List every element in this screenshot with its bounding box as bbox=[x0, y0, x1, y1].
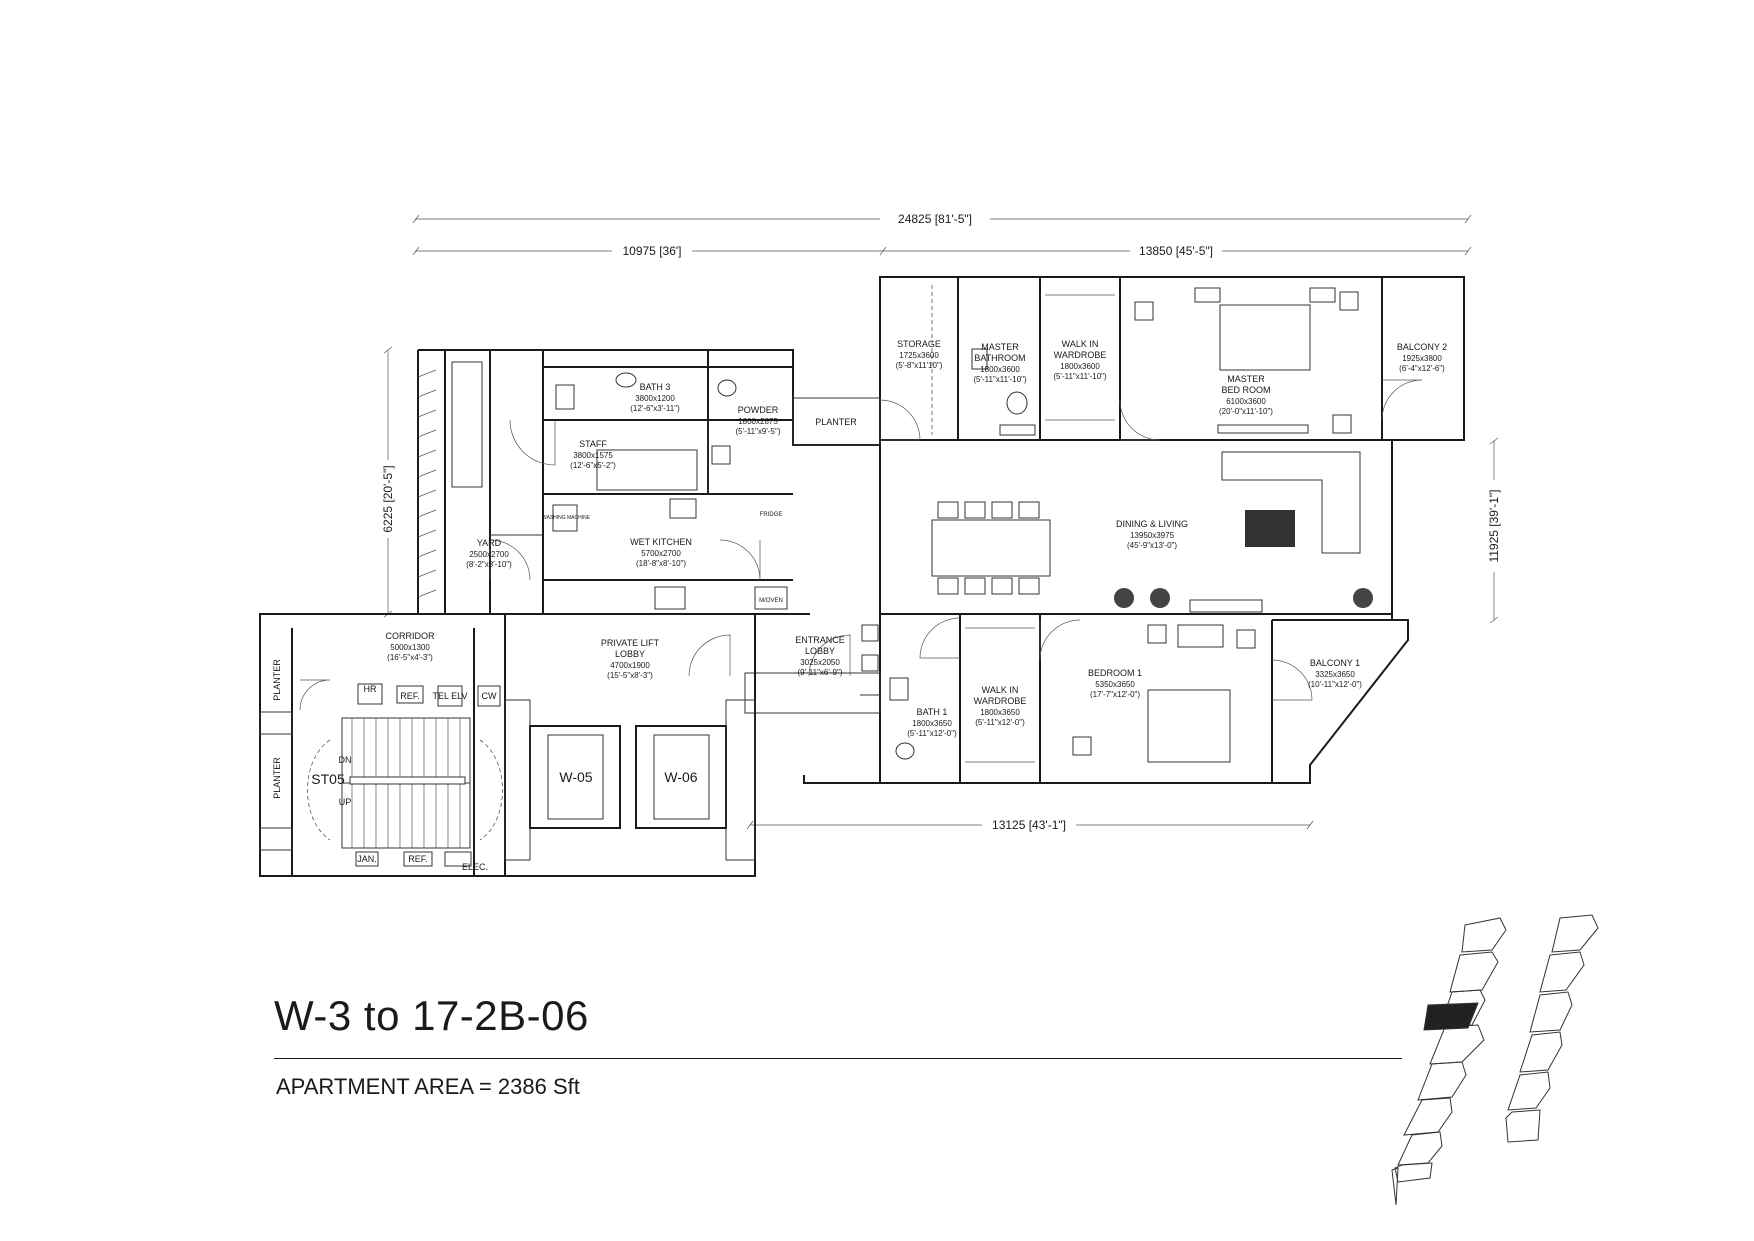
balcony2-name: BALCONY 2 bbox=[1397, 342, 1447, 352]
dining-living-name: DINING & LIVING bbox=[1116, 519, 1188, 529]
bedroom1-imperial: (17'-7"x12'-0") bbox=[1090, 690, 1140, 699]
bath1-name: BATH 1 bbox=[917, 707, 948, 717]
bath1-imperial: (5'-11"x12'-0") bbox=[907, 729, 957, 738]
title-block: W-3 to 17-2B-06 APARTMENT AREA = 2386 Sf… bbox=[274, 992, 1424, 1099]
planter-left-label-1: PLANTER bbox=[272, 659, 282, 701]
yard-imperial: (8'-2"x8'-10") bbox=[466, 560, 512, 569]
location-key bbox=[1391, 914, 1599, 1206]
walkin-bed1-imperial: (5'-11"x12'-0") bbox=[975, 718, 1025, 727]
apartment-area-label: APARTMENT AREA bbox=[276, 1074, 473, 1099]
balcony1-size: 3325x3650 bbox=[1315, 670, 1355, 679]
cw-label: CW bbox=[482, 691, 497, 701]
master-bedroom-name1: MASTER bbox=[1227, 374, 1265, 384]
master-bathroom-size: 1800x3600 bbox=[980, 365, 1020, 374]
storage-size: 1725x3600 bbox=[899, 351, 939, 360]
powder-size: 1800x2875 bbox=[738, 417, 778, 426]
wet-kitchen-imperial: (18'-8"x8'-10") bbox=[636, 559, 686, 568]
fixtures bbox=[299, 287, 1423, 867]
balcony2-size: 1925x3800 bbox=[1402, 354, 1442, 363]
left-height-dim: 6225 [20'-5"] bbox=[381, 465, 395, 532]
entrance-lobby-imperial: (9'-11"x6'-9") bbox=[797, 668, 842, 677]
lift-w05-label: W-05 bbox=[559, 769, 592, 785]
corridor-name: CORRIDOR bbox=[386, 631, 435, 641]
ref-bottom-label: REF. bbox=[408, 854, 428, 864]
bath3-name: BATH 3 bbox=[640, 382, 671, 392]
wet-kitchen-size: 5700x2700 bbox=[641, 549, 681, 558]
balcony1-name: BALCONY 1 bbox=[1310, 658, 1360, 668]
staff-imperial: (12'-6"x5'-2") bbox=[570, 461, 616, 470]
ref-top-label: REF. bbox=[400, 691, 420, 701]
lift-lobby-name1: PRIVATE LIFT bbox=[601, 638, 660, 648]
lift-lobby-imperial: (15'-5"x8'-3") bbox=[607, 671, 653, 680]
lift-lobby-size: 4700x1900 bbox=[610, 661, 650, 670]
walkin-bed1-name1: WALK IN bbox=[982, 685, 1019, 695]
walls bbox=[259, 276, 1465, 877]
right-height-dim: 11925 [39'-1"] bbox=[1487, 489, 1501, 562]
title-divider bbox=[274, 1058, 1402, 1059]
misc-labels: PLANTER PLANTER PLANTER W-05 W-06 ST05 D… bbox=[272, 417, 857, 872]
overall-width-dim: 24825 [81'-5"] bbox=[898, 212, 972, 226]
corridor-size: 5000x1300 bbox=[390, 643, 430, 652]
walkin-bed1-name2: WARDROBE bbox=[974, 696, 1027, 706]
lift-lobby-name2: LOBBY bbox=[615, 649, 645, 659]
staff-size: 3800x1575 bbox=[573, 451, 613, 460]
balcony2-imperial: (6'-4"x12'-6") bbox=[1399, 364, 1445, 373]
yard-name: YARD bbox=[477, 538, 502, 548]
storage-imperial: (5'-8"x11'10") bbox=[896, 361, 943, 370]
entrance-lobby-name2: LOBBY bbox=[805, 646, 835, 656]
entrance-lobby-size: 3025x2050 bbox=[800, 658, 840, 667]
bath3-imperial: (12'-6"x3'-11") bbox=[630, 404, 680, 413]
master-bedroom-name2: BED ROOM bbox=[1221, 385, 1270, 395]
walkin-master-imperial: (5'-11"x11'-10") bbox=[1053, 372, 1107, 381]
stair-up-label: UP bbox=[339, 797, 352, 807]
bottom-width-dim: 13125 [43'-1"] bbox=[992, 818, 1066, 832]
master-bathroom-imperial: (5'-11"x11'-10") bbox=[973, 375, 1027, 384]
corridor-imperial: (16'-5"x4'-3") bbox=[387, 653, 433, 662]
bedroom1-name: BEDROOM 1 bbox=[1088, 668, 1142, 678]
dining-living-imperial: (45'-9"x13'-0") bbox=[1127, 541, 1177, 550]
left-width-dim: 10975 [36'] bbox=[622, 244, 681, 258]
bedroom1-size: 5350x3650 bbox=[1095, 680, 1135, 689]
apartment-area: APARTMENT AREA = 2386 Sft bbox=[276, 1074, 580, 1099]
room-labels: STORAGE 1725x3600 (5'-8"x11'10") MASTER … bbox=[386, 339, 1448, 738]
bath1-size: 1800x3650 bbox=[912, 719, 952, 728]
walkin-bed1-size: 1800x3650 bbox=[980, 708, 1020, 717]
powder-name: POWDER bbox=[738, 405, 779, 415]
unit-title: W-3 to 17-2B-06 bbox=[274, 992, 589, 1039]
fridge-label: FRIDGE bbox=[760, 512, 783, 518]
planter-left-label-2: PLANTER bbox=[272, 757, 282, 799]
apartment-area-value: 2386 Sft bbox=[497, 1074, 580, 1099]
stair-dn-label: DN bbox=[339, 755, 352, 765]
master-bathroom-name2: BATHROOM bbox=[974, 353, 1025, 363]
elec-label: ELEC. bbox=[462, 862, 488, 872]
bath3-size: 3800x1200 bbox=[635, 394, 675, 403]
wet-kitchen-name: WET KITCHEN bbox=[630, 537, 692, 547]
walkin-master-name2: WARDROBE bbox=[1054, 350, 1107, 360]
yard-size: 2500x2700 bbox=[469, 550, 509, 559]
hr-label: HR bbox=[364, 684, 377, 694]
washing-machine-label: WASHING MACHINE bbox=[542, 515, 591, 521]
walkin-master-name1: WALK IN bbox=[1062, 339, 1099, 349]
lift-w06-label: W-06 bbox=[664, 769, 697, 785]
storage-name: STORAGE bbox=[897, 339, 941, 349]
master-bedroom-size: 6100x3600 bbox=[1226, 397, 1266, 406]
right-width-dim: 13850 [45'-5"] bbox=[1139, 244, 1213, 258]
balcony1-imperial: (10'-11"x12'-0") bbox=[1308, 680, 1362, 689]
walkin-master-size: 1800x3600 bbox=[1060, 362, 1100, 371]
oven-label: M/OVEN bbox=[759, 598, 783, 604]
jan-label: JAN. bbox=[357, 854, 377, 864]
planter-top-label: PLANTER bbox=[815, 417, 857, 427]
dining-living-size: 13950x3975 bbox=[1130, 531, 1175, 540]
master-bathroom-name1: MASTER bbox=[981, 342, 1019, 352]
dimension-lines: 24825 [81'-5"] 10975 [36'] 13850 [45'-5"… bbox=[380, 212, 1502, 832]
stair-label: ST05 bbox=[311, 771, 345, 787]
powder-imperial: (5'-11"x9'-5") bbox=[735, 427, 780, 436]
staff-name: STAFF bbox=[579, 439, 607, 449]
master-bedroom-imperial: (20'-0"x11'-10") bbox=[1219, 407, 1273, 416]
tel-elv-label: TEL ELV bbox=[432, 691, 467, 701]
entrance-lobby-name1: ENTRANCE bbox=[795, 635, 845, 645]
